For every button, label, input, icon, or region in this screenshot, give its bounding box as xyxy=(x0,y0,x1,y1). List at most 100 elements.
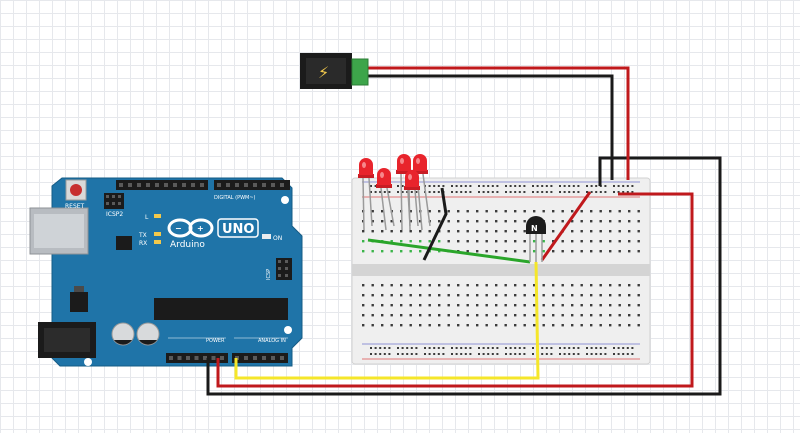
rail-hole xyxy=(626,185,629,187)
breadboard-hole xyxy=(457,284,460,287)
rail-hole xyxy=(577,347,580,349)
breadboard-hole xyxy=(476,294,479,297)
breadboard-hole xyxy=(466,304,469,307)
breadboard-hole xyxy=(409,314,412,317)
breadboard-hole xyxy=(428,304,431,307)
power-jack-inner xyxy=(306,58,346,84)
rail-hole xyxy=(424,347,426,349)
rail-hole xyxy=(397,191,399,193)
breadboard-hole xyxy=(419,250,422,253)
breadboard-hole xyxy=(409,284,412,287)
header-pin xyxy=(118,202,121,205)
breadboard-hole xyxy=(618,284,621,287)
header-pin xyxy=(262,356,266,360)
breadboard-hole xyxy=(514,304,517,307)
breadboard-hole xyxy=(523,324,526,327)
rail-hole xyxy=(590,347,593,349)
breadboard-hole xyxy=(409,230,412,233)
rail-hole xyxy=(424,353,426,355)
breadboard-hole xyxy=(542,284,545,287)
rail-hole xyxy=(617,347,620,349)
led-red xyxy=(404,170,420,231)
breadboard-hole xyxy=(409,210,412,213)
breadboard xyxy=(351,177,651,365)
breadboard-hole xyxy=(400,314,403,317)
header-pin xyxy=(271,356,275,360)
header-pin xyxy=(169,356,173,360)
breadboard-hole xyxy=(580,230,583,233)
breadboard-hole xyxy=(552,294,555,297)
breadboard-hole xyxy=(371,304,374,307)
header-pin xyxy=(244,183,248,187)
rail-hole xyxy=(523,185,526,187)
breadboard-hole xyxy=(485,314,488,317)
rail-hole xyxy=(379,353,382,355)
rail-hole xyxy=(433,191,436,193)
rail-hole xyxy=(563,185,566,187)
led-dome xyxy=(359,158,373,175)
breadboard-hole xyxy=(419,294,422,297)
breadboard-hole xyxy=(618,220,621,223)
breadboard-hole xyxy=(514,230,517,233)
led-rim xyxy=(396,170,412,174)
breadboard-hole xyxy=(609,294,612,297)
rail-hole xyxy=(397,185,399,187)
breadboard-hole xyxy=(495,314,498,317)
breadboard-hole xyxy=(428,314,431,317)
breadboard-hole xyxy=(628,324,631,327)
rail-hole xyxy=(545,353,548,355)
breadboard-hole xyxy=(552,240,555,243)
rail-hole xyxy=(482,347,485,349)
rail-hole xyxy=(496,353,499,355)
rail-hole xyxy=(577,185,580,187)
led-leg xyxy=(414,189,419,227)
rail-hole xyxy=(428,191,431,193)
capacitor-mark xyxy=(139,340,157,345)
breadboard-hole xyxy=(504,304,507,307)
rail-hole xyxy=(505,185,507,187)
wire-black-jumper xyxy=(422,187,448,261)
rail-hole xyxy=(388,191,391,193)
breadboard-hole xyxy=(580,324,583,327)
breadboard-hole xyxy=(571,324,574,327)
rail-hole xyxy=(478,353,480,355)
breadboard-hole xyxy=(523,240,526,243)
rail-hole xyxy=(388,353,391,355)
breadboard-hole xyxy=(438,250,441,253)
breadboard-hole xyxy=(637,220,640,223)
breadboard-hole xyxy=(400,250,403,253)
rail-hole xyxy=(464,191,467,193)
breadboard-hole xyxy=(495,210,498,213)
rail-hole xyxy=(631,347,634,349)
rail-hole xyxy=(559,353,561,355)
breadboard-hole xyxy=(618,240,621,243)
voltage-regulator xyxy=(70,292,88,312)
breadboard-hole xyxy=(637,284,640,287)
rail-hole xyxy=(451,347,453,349)
breadboard-hole xyxy=(609,210,612,213)
breadboard-hole xyxy=(400,284,403,287)
rail-hole xyxy=(523,347,526,349)
breadboard-hole xyxy=(495,230,498,233)
rail-hole xyxy=(460,347,463,349)
rail-hole xyxy=(379,347,382,349)
rail-hole xyxy=(374,185,377,187)
rail-hole xyxy=(604,185,607,187)
rail-hole xyxy=(433,185,436,187)
breadboard-hole xyxy=(485,250,488,253)
led-tx xyxy=(154,232,161,236)
breadboard-hole xyxy=(590,240,593,243)
rail-hole xyxy=(482,191,485,193)
header-pin xyxy=(220,356,224,360)
breadboard-hole xyxy=(419,314,422,317)
breadboard-hole xyxy=(504,230,507,233)
breadboard-hole xyxy=(390,230,393,233)
header-pin xyxy=(194,356,199,360)
rail-hole xyxy=(599,191,602,193)
rail-hole xyxy=(455,191,458,193)
breadboard-hole xyxy=(495,324,498,327)
breadboard-hole xyxy=(419,284,422,287)
breadboard-hole xyxy=(533,324,536,327)
breadboard-hole xyxy=(362,230,365,233)
rail-hole xyxy=(401,191,404,193)
